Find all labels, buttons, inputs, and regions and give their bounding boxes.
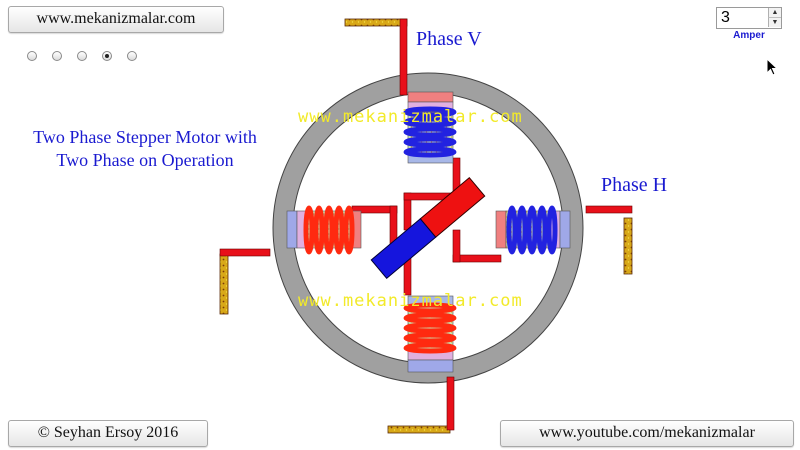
terminal-bottom (387, 425, 451, 434)
pole-top (403, 91, 457, 164)
pole-right (495, 205, 571, 255)
current-spinbox[interactable]: 3 ▲ ▼ (716, 7, 782, 29)
phase-v-label: Phase V (416, 28, 482, 50)
radio-option-5[interactable] (127, 51, 137, 61)
current-unit-label: Amper (733, 30, 765, 41)
current-value[interactable]: 3 (721, 9, 730, 26)
watermark-bottom: www.mekanizmalar.com (298, 291, 523, 311)
radio-option-2[interactable] (52, 51, 62, 61)
terminal-right (623, 217, 633, 275)
increment-button[interactable]: ▲ (768, 8, 781, 18)
phase-h-label: Phase H (601, 174, 668, 196)
copyright-button[interactable]: © Seyhan Ersoy 2016 (8, 420, 208, 447)
website-button[interactable]: www.mekanizmalar.com (8, 6, 224, 33)
rotor-magnet (370, 176, 486, 280)
terminal-top (344, 18, 408, 27)
pole-left (286, 205, 362, 255)
radio-option-3[interactable] (77, 51, 87, 61)
radio-option-1[interactable] (27, 51, 37, 61)
terminal-left (219, 253, 229, 315)
youtube-link-button[interactable]: www.youtube.com/mekanizmalar (500, 420, 794, 447)
pole-bottom (403, 295, 457, 373)
page-title: Two Phase Stepper Motor with Two Phase o… (0, 126, 290, 172)
title-line-1: Two Phase Stepper Motor with (33, 127, 257, 147)
title-line-2: Two Phase on Operation (56, 150, 234, 170)
watermark-top: www.mekanizmalar.com (298, 107, 523, 127)
decrement-button[interactable]: ▼ (768, 18, 781, 27)
radio-option-4[interactable] (102, 51, 112, 61)
mouse-cursor-icon (766, 58, 779, 76)
